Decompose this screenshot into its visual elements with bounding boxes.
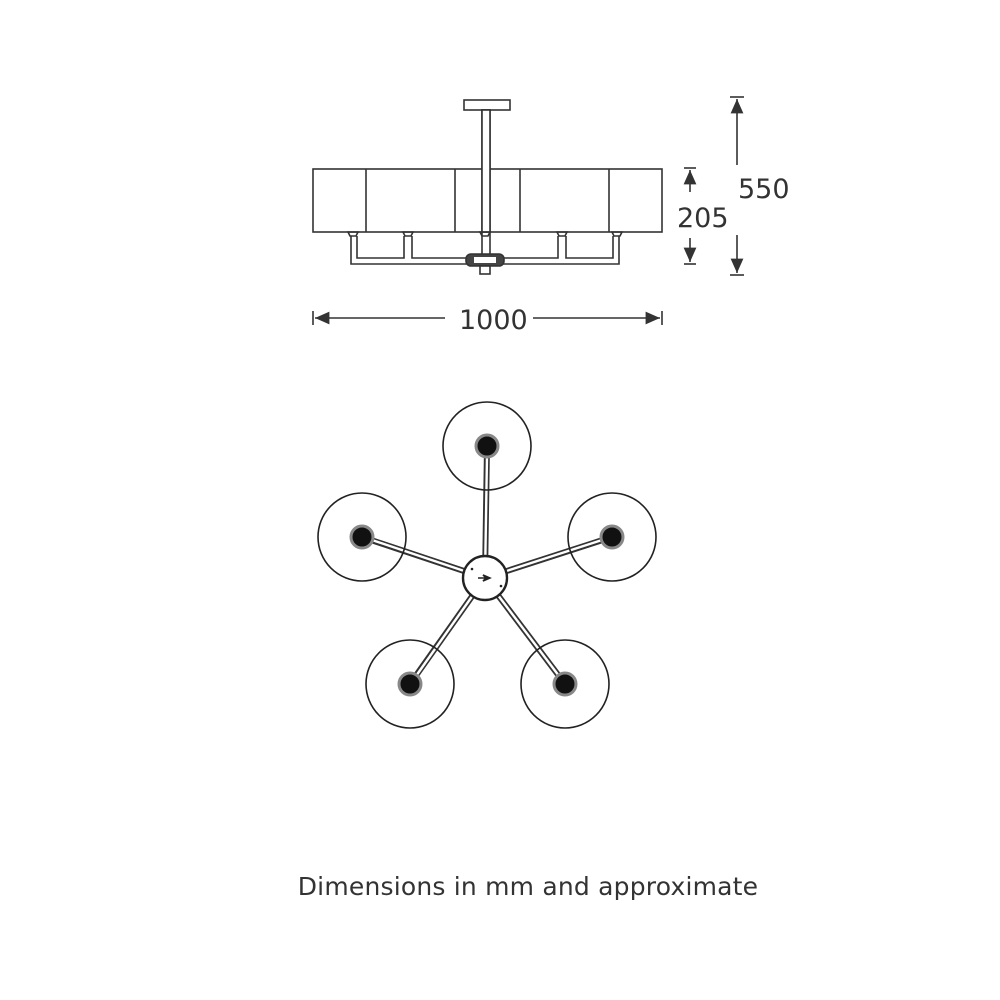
shade-height-label: 205 bbox=[677, 203, 729, 234]
plan-view bbox=[317, 401, 657, 729]
shade-top bbox=[442, 401, 532, 491]
caption: Dimensions in mm and approximate bbox=[297, 872, 759, 901]
hub bbox=[461, 554, 509, 602]
dimension-width bbox=[312, 311, 663, 325]
overall-height-label: 550 bbox=[738, 174, 790, 205]
dimension-overall-height bbox=[730, 96, 744, 276]
central-hub bbox=[465, 253, 505, 275]
width-label: 1000 bbox=[459, 305, 528, 336]
shade-left bbox=[317, 492, 407, 582]
shade-bottom-right bbox=[520, 639, 610, 729]
dimension-shade-height bbox=[683, 167, 697, 265]
shade-right bbox=[567, 492, 657, 582]
side-elevation-view bbox=[312, 99, 663, 275]
shade-bottom-left bbox=[365, 639, 455, 729]
ceiling-canopy bbox=[463, 99, 511, 111]
